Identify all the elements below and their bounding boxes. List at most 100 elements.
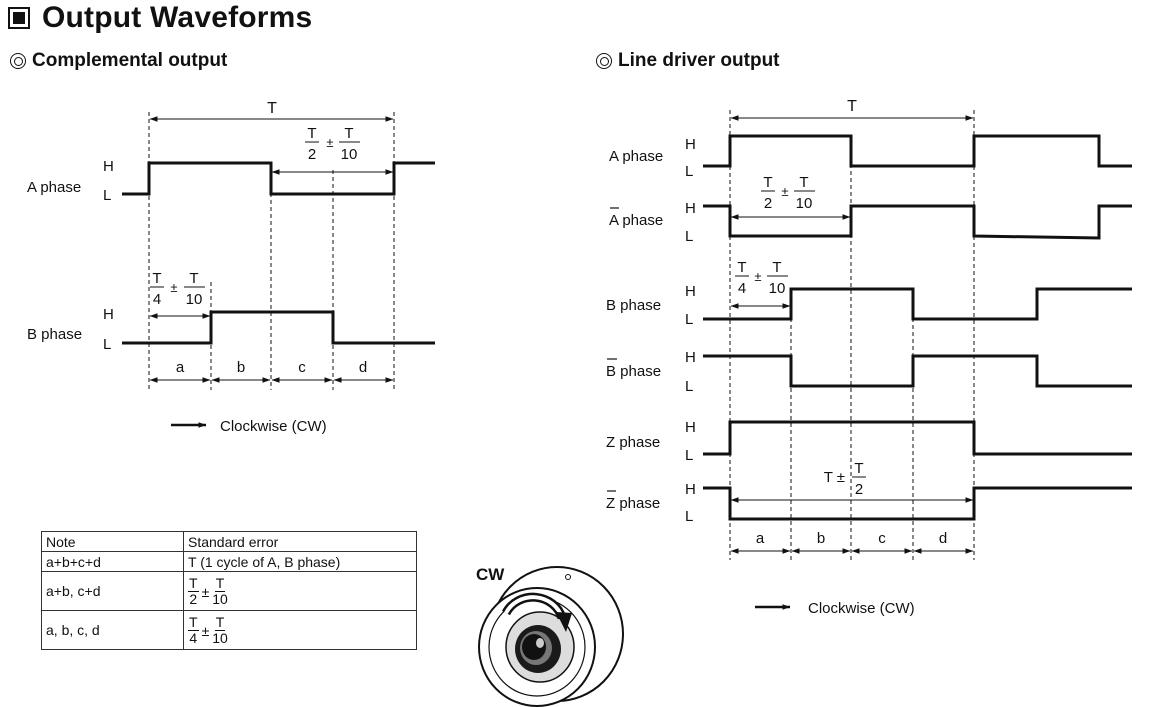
level-high: H <box>685 481 696 498</box>
frac-num: T <box>772 259 781 276</box>
frac-den: 10 <box>796 195 813 212</box>
segment-label: c <box>298 359 306 376</box>
complemental-b-waveform <box>122 310 435 345</box>
standard-error-table: Note Standard error a+b+c+d T (1 cycle o… <box>41 531 417 650</box>
cw-label: CW <box>476 565 505 584</box>
frac-num: T <box>737 259 746 276</box>
complemental-heading: Complemental output <box>10 50 227 72</box>
frac-den: 10 <box>212 591 228 607</box>
frac-den: 2 <box>308 146 316 163</box>
line-driver-b-bar-waveform <box>703 354 1132 388</box>
table-header: Note <box>41 531 184 552</box>
complemental-row-label: A phase <box>27 179 81 196</box>
frac-den: 10 <box>341 146 358 163</box>
line-driver-row-label: Z phase <box>606 434 660 451</box>
frac-den: 10 <box>769 280 786 297</box>
pm-sign: ± <box>754 269 761 284</box>
segment-label: c <box>878 530 886 547</box>
level-low: L <box>685 447 693 464</box>
line-driver-direction: Clockwise (CW) <box>808 600 915 617</box>
level-high: H <box>685 136 696 153</box>
pm-sign: ± <box>201 583 210 600</box>
double-circle-icon <box>596 53 612 69</box>
frac-num: T <box>152 270 161 287</box>
level-low: L <box>685 228 693 245</box>
frac-num: T <box>763 174 772 191</box>
level-low: L <box>685 378 693 395</box>
frac-den: 4 <box>153 291 161 308</box>
level-low: L <box>103 336 111 353</box>
frac-den: 4 <box>738 280 746 297</box>
level-high: H <box>685 349 696 366</box>
segment-label: a <box>756 530 765 547</box>
line-driver-heading-text: Line driver output <box>618 50 780 71</box>
level-high: H <box>103 158 114 175</box>
line-driver-row-label: B phase <box>606 297 661 314</box>
frac-den: 2 <box>855 481 863 498</box>
section-title: Output Waveforms <box>8 0 312 36</box>
segment-label: d <box>939 530 947 547</box>
level-high: H <box>103 306 114 323</box>
complemental-period-label: T <box>267 100 277 117</box>
segment-label: b <box>237 359 245 376</box>
line-driver-a-bar-waveform <box>703 204 1132 240</box>
level-low: L <box>103 187 111 204</box>
level-low: L <box>685 163 693 180</box>
z-tolerance-label: T ± <box>824 469 845 486</box>
line-driver-b-waveform <box>703 287 1132 321</box>
table-cell: a, b, c, d <box>41 610 184 650</box>
frac-den: 4 <box>189 630 198 646</box>
segment-label: d <box>359 359 367 376</box>
frac-den: 10 <box>186 291 203 308</box>
frac-den: 2 <box>189 591 198 607</box>
complemental-row-label: B phase <box>27 326 82 343</box>
pm-sign: ± <box>326 135 333 150</box>
table-header: Standard error <box>183 531 417 552</box>
frac-den: 2 <box>764 195 772 212</box>
level-low: L <box>685 311 693 328</box>
segment-label: a <box>176 359 185 376</box>
frac-num: T <box>307 125 316 142</box>
level-high: H <box>685 200 696 217</box>
line-driver-row-label: Z phase <box>606 495 660 512</box>
table-cell: a+b+c+d <box>41 551 184 572</box>
pm-sign: ± <box>201 622 210 639</box>
line-driver-z-bar-waveform <box>703 486 1132 521</box>
table-cell: T (1 cycle of A, B phase) <box>183 551 417 572</box>
line-driver-row-label: A phase <box>609 148 663 165</box>
complemental-heading-text: Complemental output <box>32 50 228 71</box>
frac-num: T <box>344 125 353 142</box>
frac-den: 10 <box>212 630 228 646</box>
table-cell: a+b, c+d <box>41 571 184 611</box>
frac-num: T <box>189 270 198 287</box>
frac-num: T <box>854 460 863 477</box>
level-high: H <box>685 283 696 300</box>
line-driver-heading: Line driver output <box>596 50 780 72</box>
complemental-direction: Clockwise (CW) <box>220 418 327 435</box>
complemental-a-waveform <box>122 161 435 196</box>
pm-sign: ± <box>781 184 788 199</box>
pm-sign: ± <box>170 280 177 295</box>
encoder-illustration: CW <box>476 565 624 707</box>
line-driver-period-label: T <box>847 98 857 115</box>
frac-num: T <box>214 575 226 592</box>
line-driver-a-waveform <box>703 134 1132 168</box>
line-driver-row-label: B phase <box>606 363 661 380</box>
section-title-text: Output Waveforms <box>42 1 313 34</box>
line-driver-z-waveform <box>703 420 1132 456</box>
line-driver-diagram: T A phase H L T 2 ± T 10 A phase H L T 4 <box>606 98 1132 617</box>
frac-num: T <box>188 614 199 631</box>
frac-num: T <box>799 174 808 191</box>
table-row: a+b+c+d T (1 cycle of A, B phase) <box>41 551 417 572</box>
line-driver-row-label: A phase <box>609 212 663 229</box>
frac-num: T <box>188 575 199 592</box>
segment-label: b <box>817 530 825 547</box>
frac-num: T <box>214 614 226 631</box>
filled-square-icon <box>8 7 30 29</box>
double-circle-icon <box>10 53 26 69</box>
